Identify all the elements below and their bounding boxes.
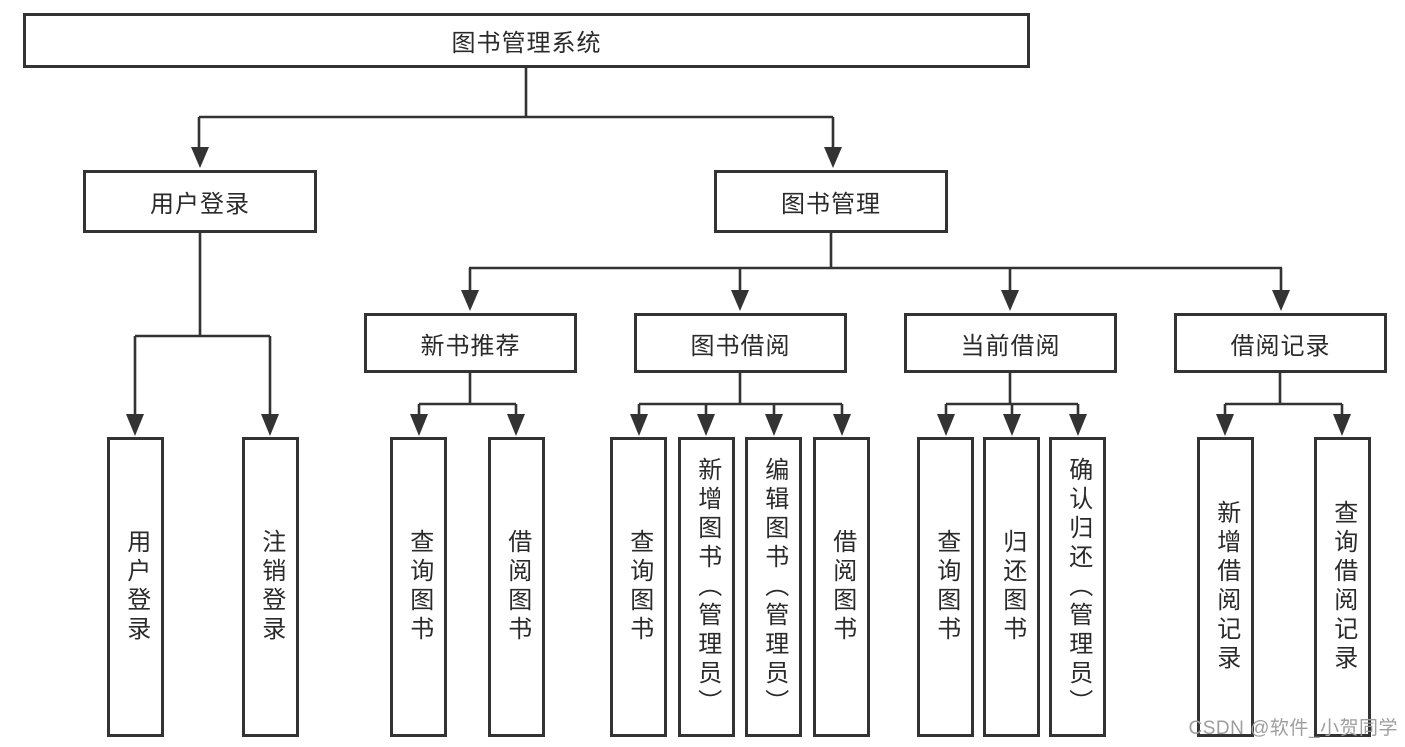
node-label: 编辑图书（管理员） (760, 456, 788, 718)
node-label: 归还图书 (998, 529, 1026, 645)
node-leaf-borrowing-query-books: 查询图书 (610, 437, 667, 737)
node-borrowing-records: 借阅记录 (1174, 313, 1387, 373)
node-root: 图书管理系统 (23, 13, 1030, 68)
node-leaf-borrowing-borrow-books: 借阅图书 (813, 437, 870, 737)
node-leaf-records-add-record: 新增借阅记录 (1197, 437, 1254, 737)
node-leaf-user-login: 用户登录 (107, 437, 164, 737)
node-leaf-recommend-query-books: 查询图书 (390, 437, 447, 737)
node-leaf-current-confirm-return-admin: 确认归还（管理员） (1049, 437, 1106, 737)
node-label: 用户登录 (122, 529, 150, 645)
node-leaf-logout: 注销登录 (242, 437, 299, 737)
node-label: 新增图书（管理员） (693, 456, 721, 718)
node-label: 查询借阅记录 (1329, 500, 1357, 674)
node-label: 借阅图书 (828, 529, 856, 645)
node-leaf-current-return-books: 归还图书 (983, 437, 1040, 737)
node-new-book-recommend: 新书推荐 (364, 313, 577, 373)
watermark: CSDN @软件_小贺同学 (1188, 718, 1398, 739)
arrowheads (126, 147, 1351, 436)
node-leaf-recommend-borrow-books: 借阅图书 (488, 437, 545, 737)
node-book-management: 图书管理 (714, 170, 948, 233)
node-user-login-group: 用户登录 (83, 170, 317, 233)
node-leaf-borrowing-add-books-admin: 新增图书（管理员） (678, 437, 735, 737)
node-book-borrowing: 图书借阅 (634, 313, 847, 373)
node-label: 查询图书 (625, 529, 653, 645)
node-label: 借阅图书 (503, 529, 531, 645)
node-label: 确认归还（管理员） (1064, 456, 1092, 718)
node-current-borrowing: 当前借阅 (904, 313, 1117, 373)
node-label: 注销登录 (257, 529, 285, 645)
node-leaf-current-query-books: 查询图书 (917, 437, 974, 737)
node-leaf-borrowing-edit-books-admin: 编辑图书（管理员） (745, 437, 802, 737)
node-label: 查询图书 (405, 529, 433, 645)
node-leaf-records-query-record: 查询借阅记录 (1314, 437, 1371, 737)
node-label: 查询图书 (932, 529, 960, 645)
node-label: 新增借阅记录 (1212, 500, 1240, 674)
